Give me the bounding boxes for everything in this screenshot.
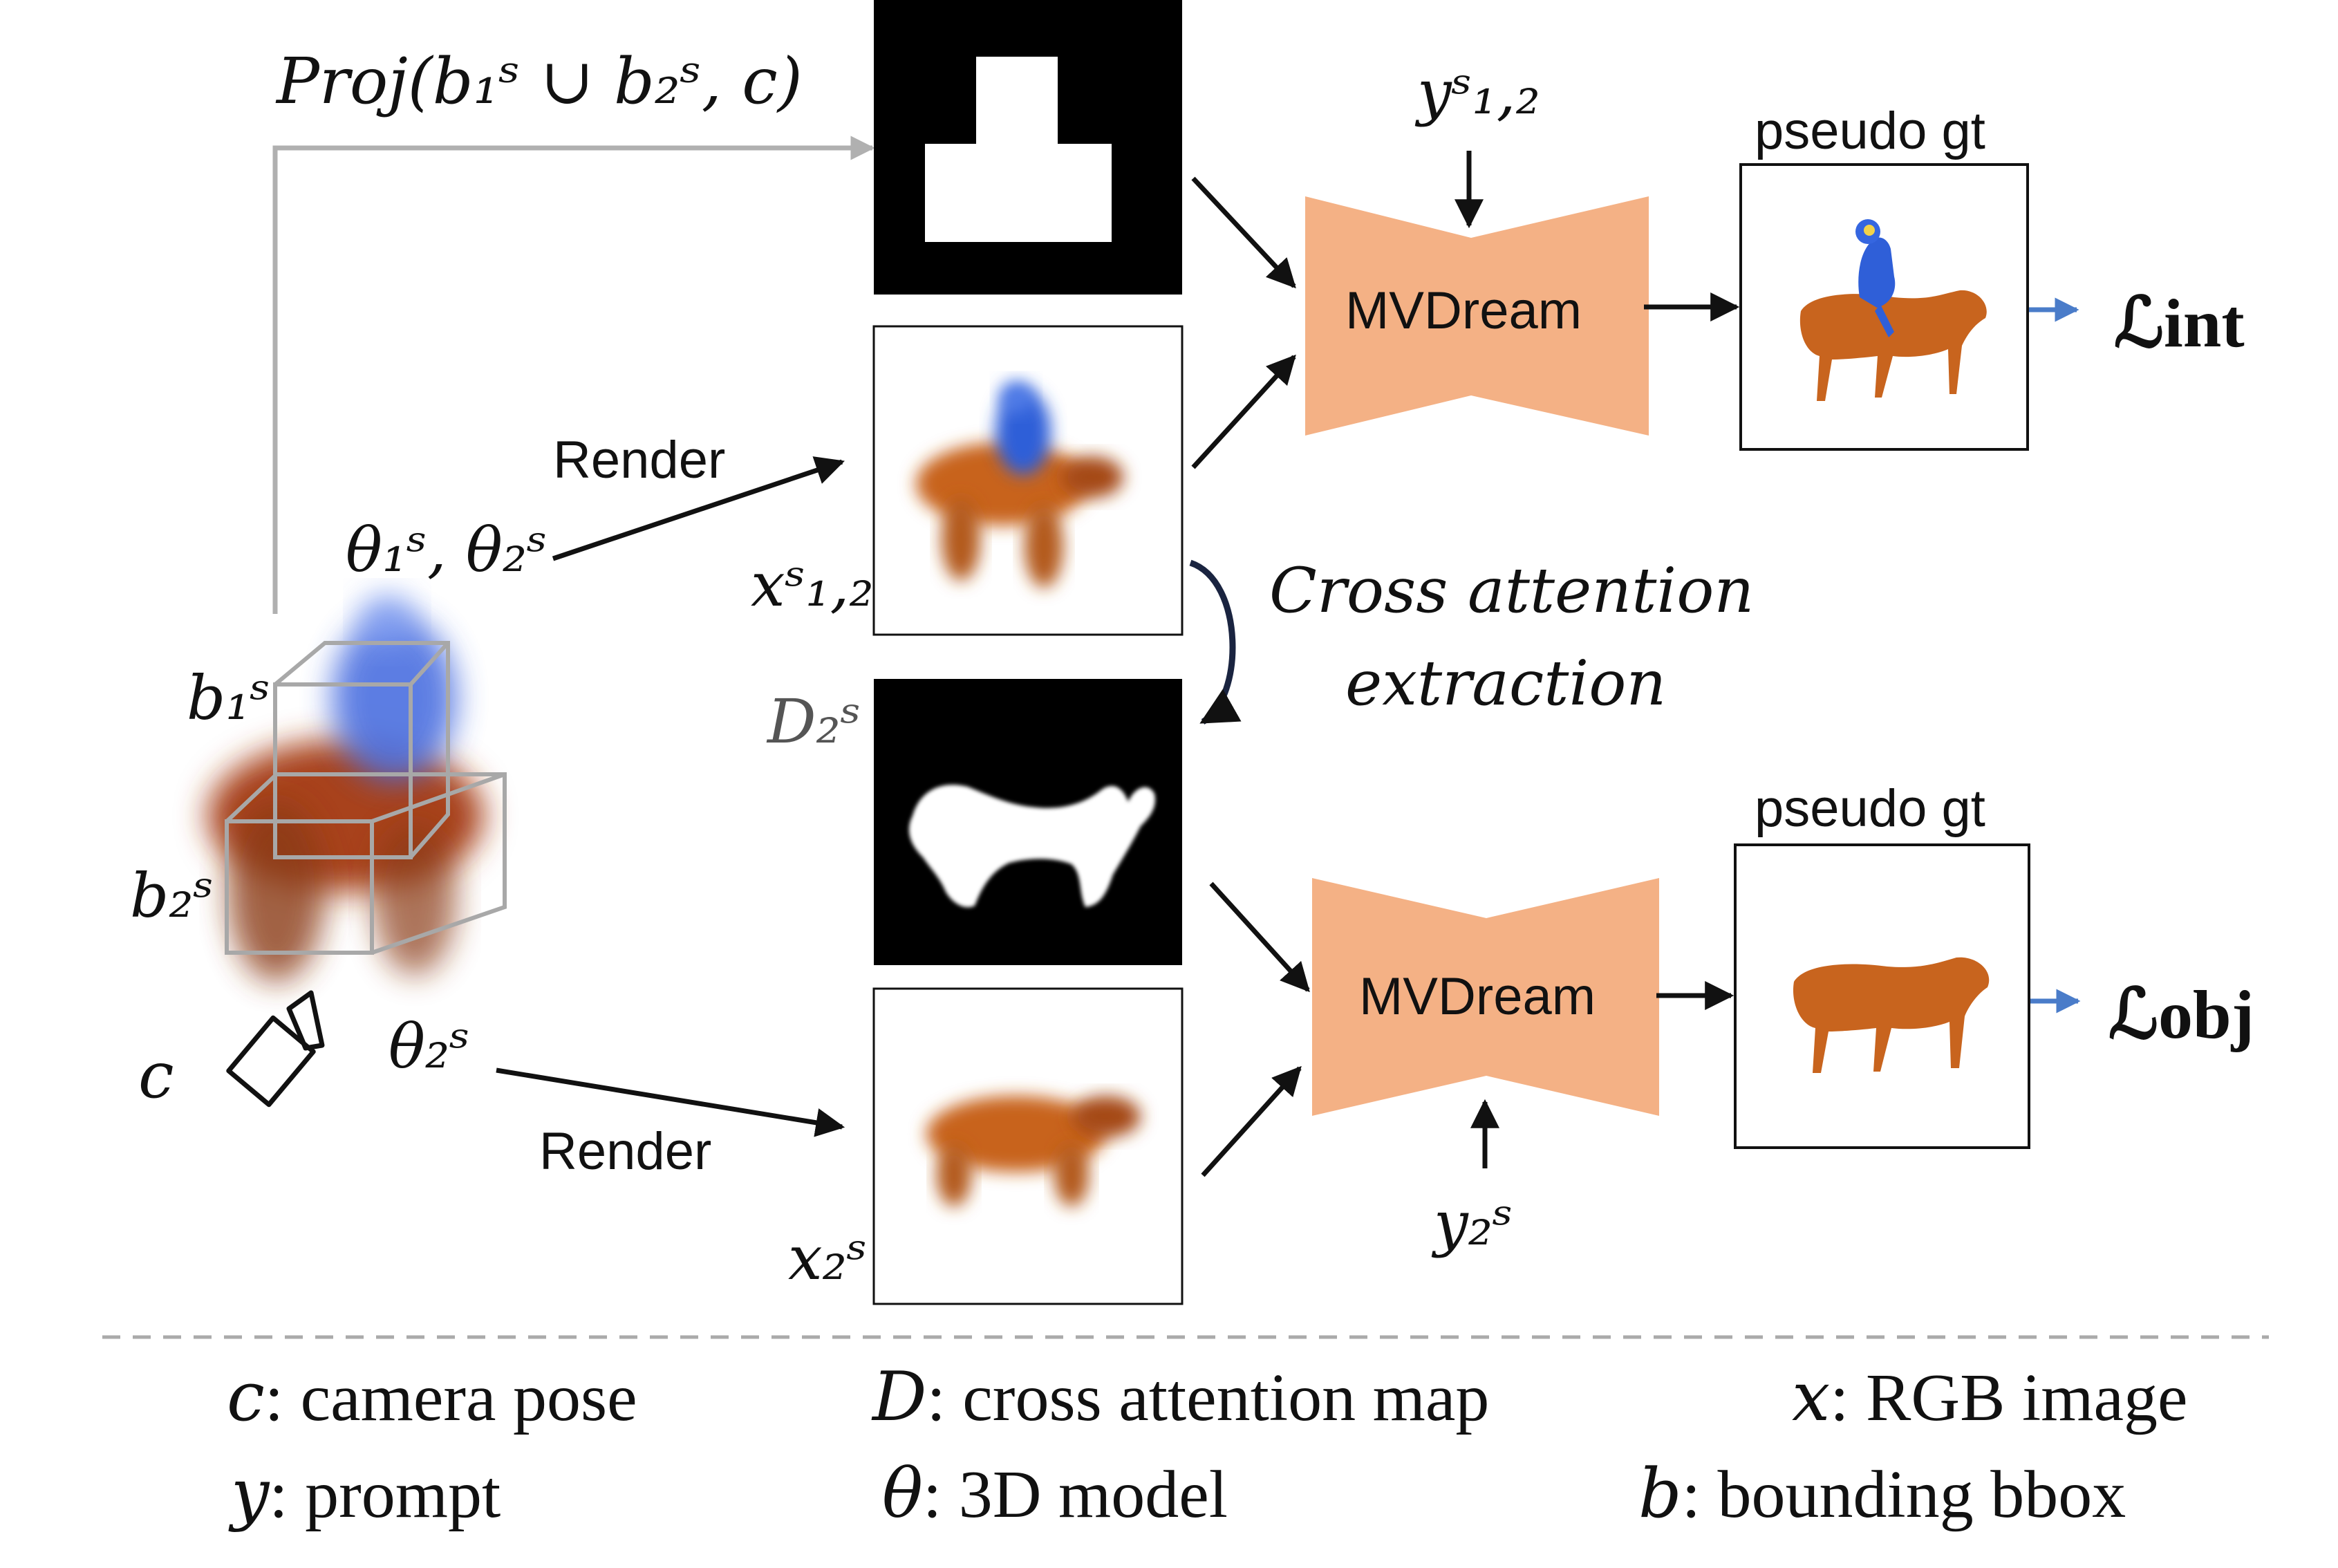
render-label-top: Render [553, 431, 726, 489]
legend-text: : 3D model [923, 1457, 1228, 1532]
loss-obj-label: ℒobj [2108, 976, 2254, 1053]
legend-text: : prompt [269, 1457, 501, 1532]
camera-label: c [138, 1038, 174, 1112]
mvdream-top-block [1305, 196, 1649, 436]
bounding-box-b2 [225, 772, 507, 955]
mvdream-bottom-label: MVDream [1359, 967, 1596, 1026]
b2-label: b₂ˢ [130, 860, 214, 931]
legend-symbol: D [872, 1358, 927, 1437]
scene-3d-blurred [207, 595, 484, 982]
projection-formula: Proj(b₁ˢ ∪ b₂ˢ, c) [277, 44, 803, 118]
legend-symbol: x [1792, 1358, 1831, 1437]
theta2-label: θ₂ˢ [389, 1011, 470, 1082]
cross-attention-map-image [874, 679, 1182, 965]
legend-prompt: y: prompt [231, 1460, 501, 1529]
legend-symbol: y [231, 1455, 270, 1533]
legend-text: : camera pose [264, 1361, 637, 1435]
arrow-mask-to-mvdream [1191, 176, 1296, 289]
cross-attention-label-line2: extraction [1345, 647, 1667, 720]
legend-symbol: b [1638, 1455, 1682, 1533]
pseudo-gt-bottom-image [1734, 843, 2030, 1149]
legend-text: : bounding bbox [1681, 1457, 2126, 1532]
legend-cross-attention-map: D: cross attention map [872, 1363, 1489, 1432]
cross-attention-label-line1: Cross attention [1269, 554, 1755, 627]
arrow-D2-to-mvdream [1209, 881, 1310, 993]
y2-label: y₂ˢ [1434, 1188, 1513, 1259]
arrow-x12-to-mvdream [1191, 354, 1296, 469]
pseudo-gt-label-top: pseudo gt [1755, 102, 1985, 160]
arrow-cross-attention [1189, 559, 1242, 725]
mvdream-top-label: MVDream [1345, 281, 1582, 340]
render-label-bottom: Render [539, 1122, 712, 1181]
b1-label: b₁ˢ [187, 662, 271, 734]
render-x2-image [872, 987, 1184, 1305]
x12-label: xˢ₁,₂ [751, 549, 874, 620]
legend-symbol: θ [882, 1455, 924, 1533]
pseudo-gt-label-bottom: pseudo gt [1755, 779, 1985, 838]
bounding-box-b1 [273, 641, 450, 859]
theta12-label: θ₁ˢ, θ₂ˢ [346, 514, 548, 586]
projection-mask-image [874, 0, 1182, 295]
arrow-x2-to-mvdream [1201, 1065, 1302, 1177]
legend-rgb-image: x: RGB image [1792, 1363, 2187, 1432]
legend-text: : RGB image [1830, 1361, 2188, 1435]
legend-bounding-bbox: b: bounding bbox [1638, 1460, 2126, 1529]
loss-int-label: ℒint [2114, 285, 2245, 362]
render-x12-image [872, 325, 1184, 636]
pseudo-gt-top-image [1739, 163, 2029, 451]
projection-line [272, 136, 875, 614]
legend-3d-model: θ: 3D model [882, 1460, 1228, 1529]
arrow-theta2-to-render [496, 1067, 845, 1137]
legend-camera-pose: c: camera pose [227, 1363, 637, 1432]
y12-label: yˢ₁,₂ [1417, 57, 1540, 128]
legend-symbol: c [227, 1358, 265, 1437]
legend-text: : cross attention map [926, 1361, 1490, 1435]
x2-label: x₂ˢ [788, 1222, 868, 1294]
arrow-theta12-to-render [552, 456, 845, 561]
mvdream-bottom-block [1312, 878, 1659, 1116]
D2-label: D₂ˢ [767, 686, 861, 757]
camera-icon [226, 990, 325, 1108]
